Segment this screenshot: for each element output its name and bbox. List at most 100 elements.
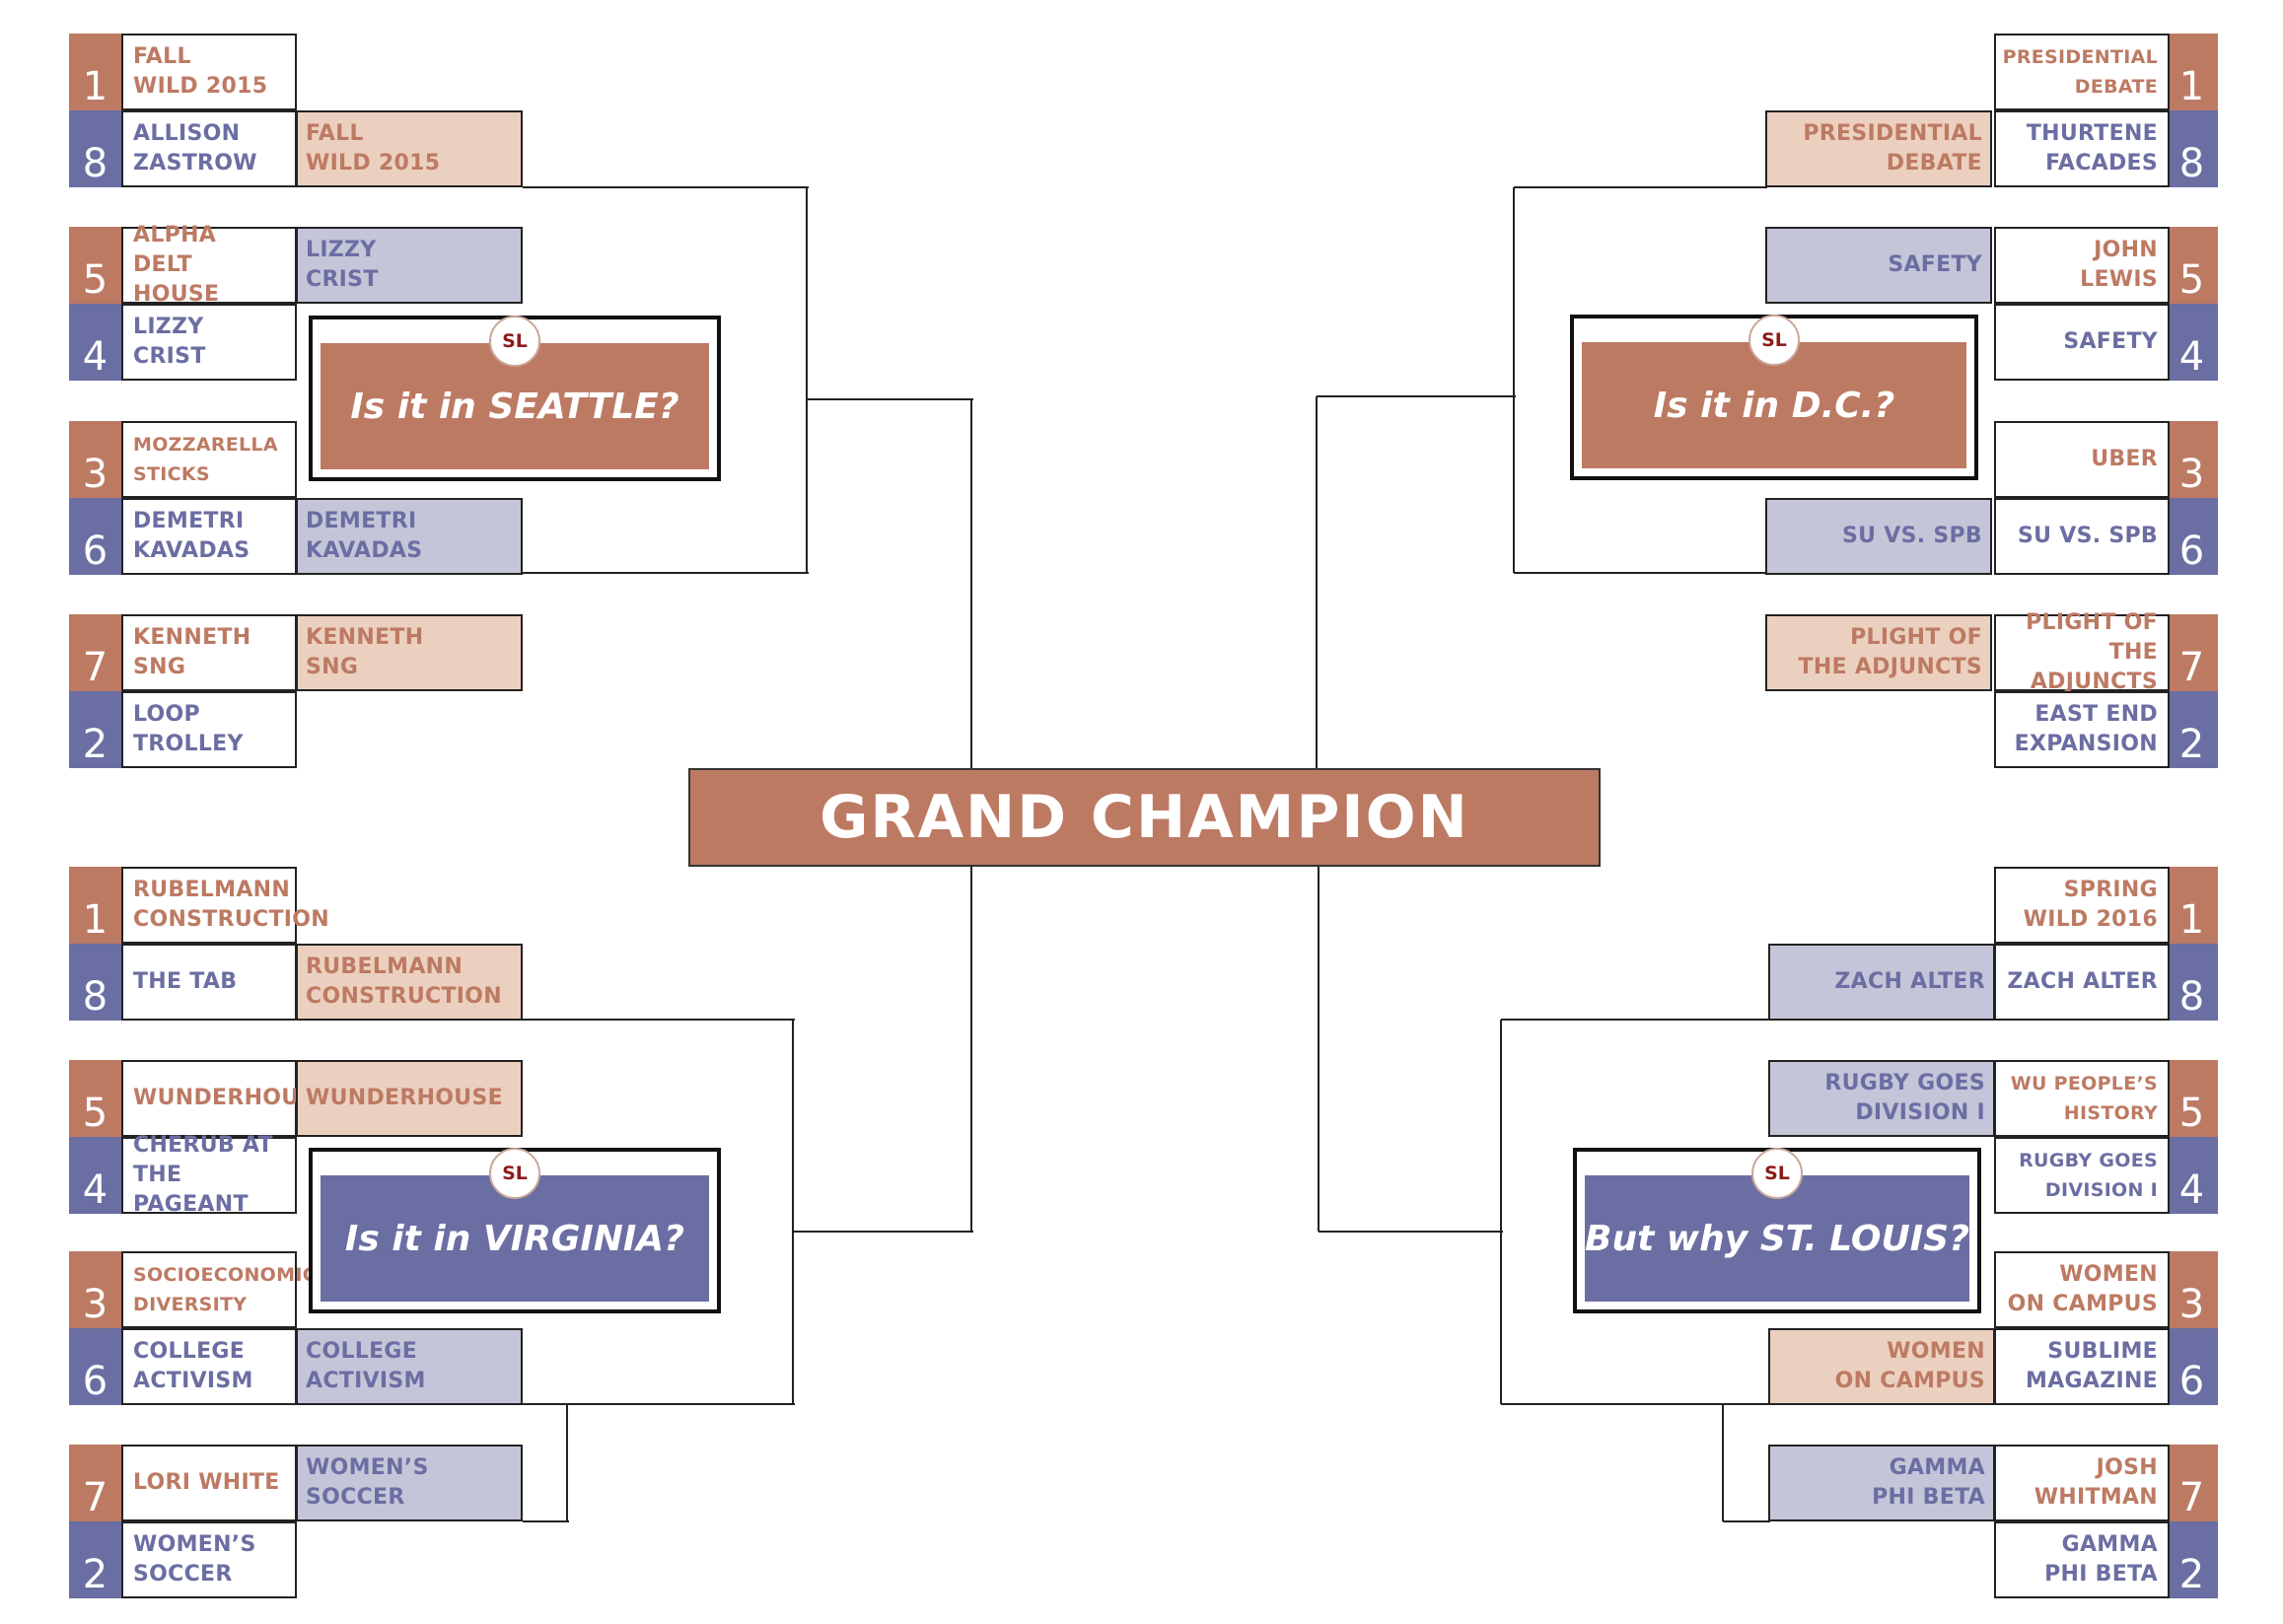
tl-line: [523, 572, 809, 574]
tr-team-8[interactable]: THURTENE FACADES: [1994, 110, 2170, 187]
br-line: [1500, 1020, 1502, 1404]
bl-team-6[interactable]: COLLEGE ACTIVISM: [121, 1328, 297, 1405]
bl-line: [523, 1403, 795, 1405]
tl-team-5[interactable]: ALPHA DELT HOUSE: [121, 223, 297, 307]
tr-seed-4: 4: [2166, 304, 2218, 381]
tl-team-2[interactable]: LOOP TROLLEY: [121, 691, 297, 768]
tl-line: [970, 399, 972, 768]
br-team-8[interactable]: ZACH ALTER: [1994, 944, 2170, 1021]
bl-seed-6: 6: [69, 1328, 121, 1405]
bl-team-7[interactable]: LORI WHITE: [121, 1445, 297, 1521]
tl-seed-6: 6: [69, 498, 121, 575]
br-line: [1319, 1231, 1503, 1233]
tr-round2-3[interactable]: SU VS. SPB: [1765, 498, 1992, 575]
bl-team-8[interactable]: THE TAB: [121, 944, 297, 1021]
bl-line: [793, 1231, 973, 1233]
bl-line: [970, 867, 972, 1232]
tr-seed-7: 7: [2166, 614, 2218, 691]
br-round2-2[interactable]: RUGBY GOES DIVISION I: [1768, 1060, 1995, 1137]
br-round2-4[interactable]: GAMMA PHI BETA: [1768, 1445, 1995, 1521]
bl-seed-3: 3: [69, 1251, 121, 1328]
tl-team-3[interactable]: MOZZARELLA STICKS: [121, 421, 297, 498]
br-seed-2: 2: [2166, 1521, 2218, 1598]
br-line: [1722, 1404, 1724, 1521]
bl-team-2[interactable]: WOMEN’S SOCCER: [121, 1521, 297, 1598]
tr-round2-1[interactable]: PRESIDENTIAL DEBATE: [1765, 110, 1992, 187]
tr-round2-2[interactable]: SAFETY: [1765, 227, 1992, 304]
br-team-6[interactable]: SUBLIME MAGAZINE: [1994, 1328, 2170, 1405]
tr-region-title: Is it in D.C.?: [1582, 342, 1966, 468]
br-region-title: But why ST. LOUIS?: [1585, 1175, 1969, 1302]
bl-round2-1[interactable]: RUBELMANN CONSTRUCTION: [296, 944, 523, 1021]
tl-seed-2: 2: [69, 691, 121, 768]
tr-line: [1316, 396, 1318, 768]
tr-team-6[interactable]: SU VS. SPB: [1994, 498, 2170, 575]
bl-seed-2: 2: [69, 1521, 121, 1598]
bl-round2-3[interactable]: COLLEGE ACTIVISM: [296, 1328, 523, 1405]
tr-team-5[interactable]: JOHN LEWIS: [1994, 227, 2170, 304]
bl-seed-1: 1: [69, 867, 121, 944]
tl-round2-4[interactable]: KENNETH SNG: [296, 614, 523, 691]
tr-seed-3: 3: [2166, 421, 2218, 498]
tl-team-7[interactable]: KENNETH SNG: [121, 614, 297, 691]
bl-line: [523, 1019, 795, 1021]
bl-team-1[interactable]: RUBELMANN CONSTRUCTION: [121, 867, 329, 944]
tr-sl-logo-icon: SL: [1748, 315, 1800, 366]
tl-round2-1[interactable]: FALL WILD 2015: [296, 110, 523, 187]
tl-seed-4: 4: [69, 304, 121, 381]
tl-seed-1: 1: [69, 34, 121, 110]
bl-round2-4[interactable]: WOMEN’S SOCCER: [296, 1445, 523, 1521]
tl-round2-3[interactable]: DEMETRI KAVADAS: [296, 498, 523, 575]
br-team-5[interactable]: WU PEOPLE’S HISTORY: [1994, 1060, 2170, 1137]
tr-team-7[interactable]: PLIGHT OF THE ADJUNCTS: [1994, 610, 2170, 694]
br-line: [1723, 1520, 1770, 1522]
br-team-1[interactable]: SPRING WILD 2016: [1994, 867, 2170, 944]
bl-team-4[interactable]: CHERUB AT THE PAGEANT: [121, 1133, 297, 1217]
bl-team-5[interactable]: WUNDERHOUSE: [121, 1060, 330, 1137]
br-seed-1: 1: [2166, 867, 2218, 944]
tr-round2-4[interactable]: PLIGHT OF THE ADJUNCTS: [1765, 614, 1992, 691]
br-line: [1318, 867, 1320, 1232]
tr-seed-6: 6: [2166, 498, 2218, 575]
tr-seed-1: 1: [2166, 34, 2218, 110]
tr-team-4[interactable]: SAFETY: [1994, 304, 2170, 381]
tl-team-4[interactable]: LIZZY CRIST: [121, 304, 297, 381]
tl-seed-8: 8: [69, 110, 121, 187]
bl-seed-8: 8: [69, 944, 121, 1021]
br-sl-logo-icon: SL: [1751, 1148, 1803, 1199]
br-line: [1501, 1403, 1770, 1405]
tl-team-1[interactable]: FALL WILD 2015: [121, 34, 297, 110]
tl-seed-3: 3: [69, 421, 121, 498]
tl-team-6[interactable]: DEMETRI KAVADAS: [121, 498, 297, 575]
tl-seed-5: 5: [69, 227, 121, 304]
tl-line: [806, 187, 808, 573]
br-team-3[interactable]: WOMEN ON CAMPUS: [1994, 1251, 2170, 1328]
tr-team-1[interactable]: PRESIDENTIAL DEBATE: [1994, 34, 2170, 110]
tr-team-3[interactable]: UBER: [1994, 421, 2170, 498]
tl-round2-2[interactable]: LIZZY CRIST: [296, 227, 523, 304]
tl-seed-7: 7: [69, 614, 121, 691]
br-seed-6: 6: [2166, 1328, 2218, 1405]
br-team-2[interactable]: GAMMA PHI BETA: [1994, 1521, 2170, 1598]
br-team-7[interactable]: JOSH WHITMAN: [1994, 1445, 2170, 1521]
tr-seed-8: 8: [2166, 110, 2218, 187]
bl-team-3[interactable]: SOCIOECONOMIC DIVERSITY: [121, 1251, 317, 1328]
tr-line: [1317, 395, 1516, 397]
tr-line: [1514, 572, 1767, 574]
br-seed-7: 7: [2166, 1445, 2218, 1521]
br-team-4[interactable]: RUGBY GOES DIVISION I: [1994, 1137, 2170, 1214]
bl-round2-2[interactable]: WUNDERHOUSE: [296, 1060, 523, 1137]
br-round2-1[interactable]: ZACH ALTER: [1768, 944, 1995, 1021]
tr-line: [1513, 187, 1515, 573]
bl-seed-5: 5: [69, 1060, 121, 1137]
tr-seed-5: 5: [2166, 227, 2218, 304]
br-round2-3[interactable]: WOMEN ON CAMPUS: [1768, 1328, 1995, 1405]
tr-team-2[interactable]: EAST END EXPANSION: [1994, 691, 2170, 768]
bl-line: [523, 1520, 569, 1522]
tl-team-8[interactable]: ALLISON ZASTROW: [121, 110, 297, 187]
bl-seed-7: 7: [69, 1445, 121, 1521]
bl-line: [566, 1404, 568, 1521]
tr-line: [1514, 186, 1767, 188]
